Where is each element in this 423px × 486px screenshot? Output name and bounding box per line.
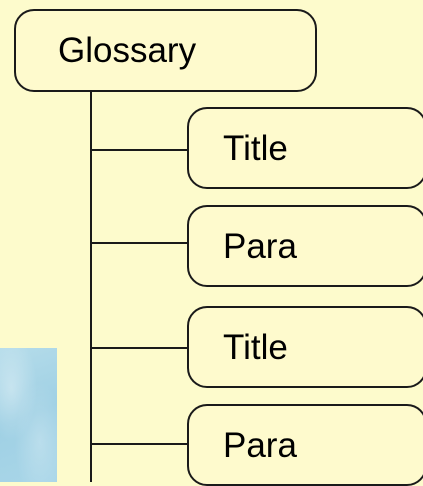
background-water-image — [0, 348, 57, 482]
child-node-label: Para — [223, 226, 297, 266]
child-node-para-2: Para — [187, 404, 423, 486]
root-node-label: Glossary — [58, 31, 197, 70]
child-node-label: Title — [223, 128, 288, 168]
child-node-label: Title — [223, 327, 288, 367]
child-node-title-1: Title — [187, 107, 423, 189]
root-node-glossary: Glossary — [14, 9, 317, 92]
child-node-title-2: Title — [187, 306, 423, 388]
child-node-label: Para — [223, 425, 297, 465]
child-node-para-1: Para — [187, 205, 423, 287]
